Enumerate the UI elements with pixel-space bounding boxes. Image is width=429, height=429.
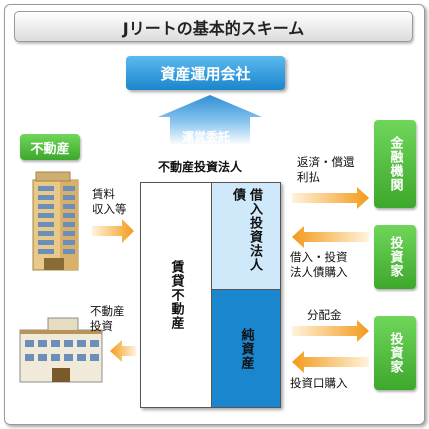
tall-building-icon (32, 171, 79, 271)
borrow-line-1: 借入・投資 (290, 250, 348, 264)
borrow-line-2: 法人債購入 (290, 265, 348, 279)
up-arrow (158, 95, 262, 145)
real-estate-tag: 不動産 (20, 134, 80, 160)
unit-purchase-label: 投資口購入 (290, 376, 348, 390)
diagram-title: Jリートの基本的スキーム (14, 11, 413, 42)
re-investment-line-1: 不動産 (90, 304, 125, 318)
balance-sheet-box: 賃貸不動産 借入投資法人債 純資産 (140, 182, 281, 408)
financial-institution-label: 金融機関 (387, 136, 403, 192)
net-assets-label: 純資産 (238, 327, 254, 370)
repay-line-2: 利払 (297, 170, 320, 184)
investors-label-1: 投資家 (387, 236, 403, 278)
distribution-arrow (292, 320, 369, 342)
rental-property-label: 賃貸不動産 (168, 260, 184, 330)
investors-tag-1: 投資家 (374, 225, 416, 289)
rent-income-line-2: 収入等 (92, 202, 127, 216)
re-investment-label: 不動産 投資 (90, 304, 125, 334)
financial-institution-tag: 金融機関 (374, 120, 416, 208)
rent-income-line-1: 賃料 (92, 187, 115, 201)
low-building-icon (19, 317, 103, 383)
asset-manager-box: 資産運用会社 (126, 56, 285, 90)
repay-label: 返済・償還 利払 (297, 155, 355, 185)
rent-income-label: 賃料 収入等 (92, 187, 127, 217)
debt-label: 借入投資法人債 (230, 188, 262, 272)
debt-cell: 借入投資法人債 (211, 183, 280, 289)
repay-arrow (292, 187, 369, 209)
borrow-label: 借入・投資 法人債購入 (290, 250, 348, 280)
investors-label-2: 投資家 (387, 332, 403, 374)
re-investment-line-2: 投資 (90, 319, 113, 333)
delegation-label: 運営委託 (182, 130, 231, 144)
rent-arrow (92, 219, 134, 243)
distribution-label: 分配金 (307, 308, 342, 322)
borrow-arrow (292, 226, 369, 248)
net-assets-cell: 純資産 (211, 289, 280, 407)
unit-purchase-arrow (292, 351, 369, 373)
reit-entity-label: 不動産投資法人 (158, 160, 243, 174)
rental-property-cell: 賃貸不動産 (141, 183, 211, 407)
investors-tag-2: 投資家 (374, 316, 416, 390)
re-invest-arrow (110, 340, 136, 362)
repay-line-1: 返済・償還 (297, 155, 355, 169)
